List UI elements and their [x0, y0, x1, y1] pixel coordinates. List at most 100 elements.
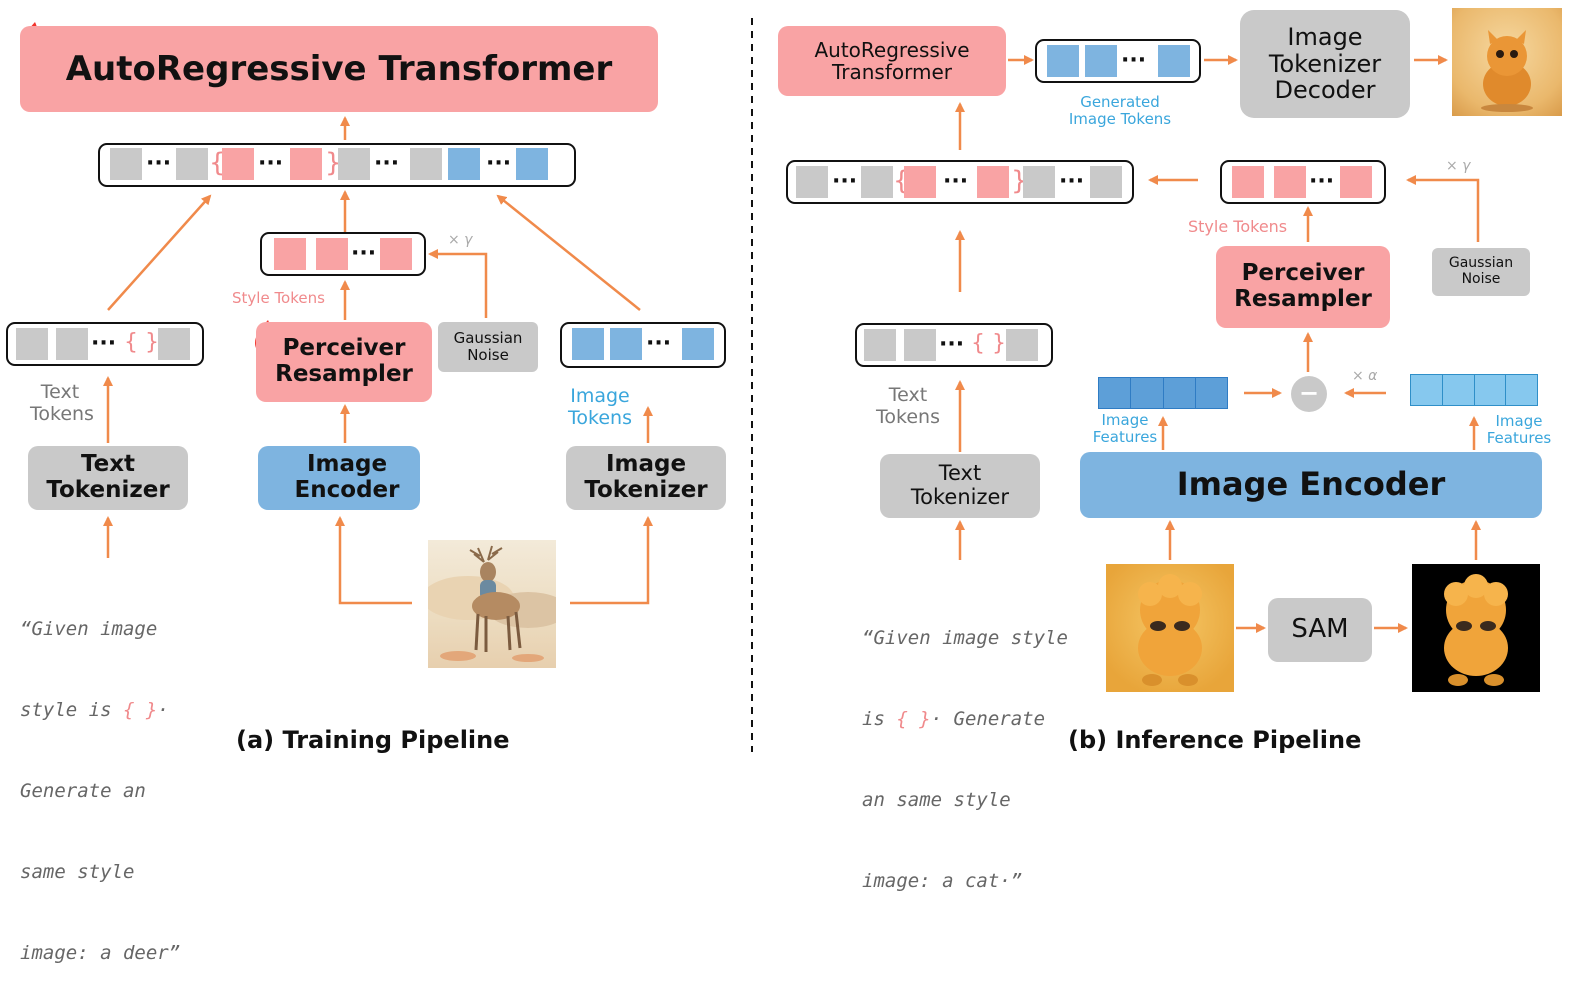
training-prompt-text: “Given image style is { }· Generate an s… — [20, 562, 180, 994]
ellipsis: ··· — [486, 151, 512, 176]
ellipsis: ··· — [1121, 48, 1147, 73]
prompt-line: an same style — [862, 789, 1011, 811]
ellipsis: ··· — [91, 331, 117, 356]
inference-gaussian-noise: Gaussian Noise — [1432, 248, 1530, 296]
sam-label: SAM — [1291, 614, 1349, 645]
token-style — [222, 148, 254, 180]
token-image — [682, 328, 714, 360]
text-tokenizer-label: Text Tokenizer — [910, 461, 1010, 509]
gamma-label: × γ — [1446, 158, 1471, 174]
generated-tokens-label: Generated Image Tokens — [1068, 93, 1172, 129]
token-style — [1232, 166, 1264, 198]
minus-symbol: − — [1299, 379, 1320, 407]
arrow-inf-noise-to-style — [1406, 175, 1480, 242]
token-style — [1340, 166, 1372, 198]
token-text — [904, 329, 936, 361]
token-text — [864, 329, 896, 361]
deer-style-image — [428, 540, 556, 668]
ellipsis: ··· — [351, 241, 377, 266]
placeholder-braces: { } — [896, 708, 931, 730]
image-features-left — [1098, 377, 1228, 409]
image-tokenizer-decoder: Image Tokenizer Decoder — [1240, 10, 1410, 118]
ellipsis: ··· — [939, 332, 965, 357]
token-text — [158, 328, 190, 360]
segmented-character-image — [1412, 564, 1540, 692]
prompt-line: “Given image style — [862, 627, 1068, 649]
placeholder-braces: { } — [122, 699, 158, 721]
token-text — [56, 328, 88, 360]
arrow-deer-to-imgtokenizer — [570, 516, 653, 605]
image-features-label: Image Features — [1092, 411, 1158, 447]
ellipsis: ··· — [646, 331, 672, 356]
ellipsis: ··· — [258, 151, 284, 176]
style-tokens-label: Style Tokens — [1188, 217, 1288, 236]
training-perceiver-resampler: Perceiver Resampler — [256, 322, 432, 402]
token-style — [290, 148, 322, 180]
token-image — [610, 328, 642, 360]
token-text — [110, 148, 142, 180]
prompt-line: style is { }· — [20, 699, 169, 721]
style-tokens-label: Style Tokens — [232, 289, 325, 307]
ellipsis: ··· — [1309, 169, 1335, 194]
fluffy-character-image — [1106, 564, 1234, 692]
training-transformer-label: AutoRegressive Transformer — [65, 48, 613, 89]
token-style — [904, 166, 936, 198]
image-encoder-label: Image Encoder — [294, 451, 400, 503]
ellipsis: ··· — [1059, 169, 1085, 194]
empty-braces: { } — [971, 331, 1006, 356]
token-text — [410, 148, 442, 180]
brace-open: { — [209, 148, 226, 178]
prompt-line: image: a cat·” — [862, 870, 1023, 892]
token-image — [1085, 45, 1117, 77]
token-style — [380, 238, 412, 270]
arrow-deer-to-encoder — [335, 516, 412, 605]
ellipsis: ··· — [374, 151, 400, 176]
training-text-tokenizer: Text Tokenizer — [28, 446, 188, 510]
gaussian-noise-label: Gaussian Noise — [453, 329, 523, 364]
text-tokens-label: Text Tokens — [30, 381, 94, 425]
token-text — [1090, 166, 1122, 198]
token-text — [338, 148, 370, 180]
training-transformer-box: AutoRegressive Transformer — [20, 26, 658, 112]
inference-caption: (b) Inference Pipeline — [1068, 726, 1362, 754]
token-text — [1023, 166, 1055, 198]
token-style — [1274, 166, 1306, 198]
token-style — [316, 238, 348, 270]
sam-box: SAM — [1268, 598, 1372, 662]
inference-transformer-label: AutoRegressive Transformer — [814, 37, 970, 84]
inference-perceiver-resampler: Perceiver Resampler — [1216, 246, 1390, 328]
training-image-tokenizer: Image Tokenizer — [566, 446, 726, 510]
perceiver-label: Perceiver Resampler — [275, 335, 413, 387]
prompt-line: Generate an — [20, 780, 146, 802]
ellipsis: ··· — [146, 151, 172, 176]
gaussian-noise-label: Gaussian Noise — [1448, 255, 1514, 287]
perceiver-label: Perceiver Resampler — [1234, 260, 1372, 312]
brace-close: } — [325, 148, 342, 178]
inference-combined-sequence — [786, 160, 1134, 204]
prompt-line: is { }· Generate — [862, 708, 1046, 730]
ellipsis: ··· — [832, 169, 858, 194]
prompt-line: same style — [20, 861, 135, 883]
token-text — [176, 148, 208, 180]
generated-cat-image — [1452, 8, 1562, 116]
empty-braces: { } — [124, 330, 159, 355]
image-features-right — [1410, 374, 1538, 406]
ellipsis: ··· — [943, 169, 969, 194]
arrow-noise-to-style — [428, 249, 488, 318]
prompt-line: image: a deer” — [20, 942, 181, 964]
image-features-label: Image Features — [1486, 412, 1552, 448]
token-image — [572, 328, 604, 360]
prompt-line: “Given image — [20, 618, 158, 640]
decoder-label: Image Tokenizer Decoder — [1268, 22, 1382, 105]
gamma-label: × γ — [448, 232, 473, 248]
alpha-label: × α — [1352, 368, 1378, 384]
inference-prompt-text: “Given image style is { }· Generate an s… — [862, 571, 1068, 922]
arrow-text-tokens-to-seq — [107, 194, 212, 311]
image-tokenizer-label: Image Tokenizer — [584, 451, 708, 503]
arrow-image-tokens-to-seq — [496, 194, 641, 311]
training-gaussian-noise: Gaussian Noise — [438, 322, 538, 372]
training-caption: (a) Training Pipeline — [236, 726, 510, 754]
text-tokens-label: Text Tokens — [876, 384, 940, 428]
image-tokens-label: Image Tokens — [568, 385, 632, 429]
token-style — [977, 166, 1009, 198]
